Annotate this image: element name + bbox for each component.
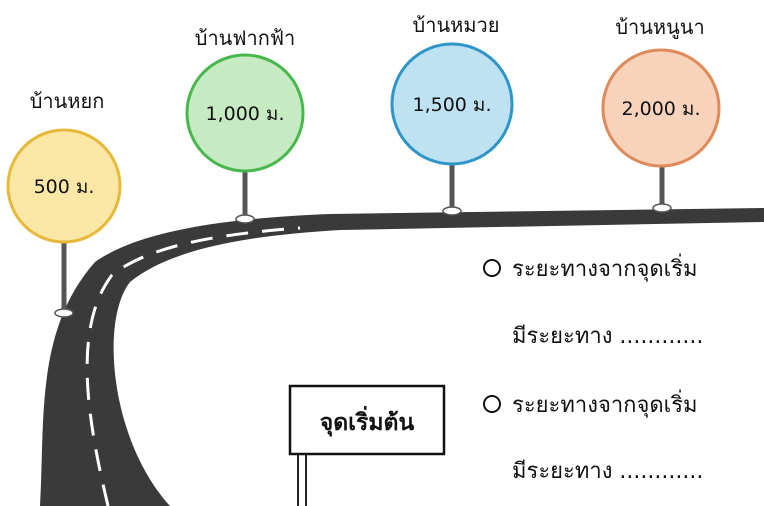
question-line1: ระยะทางจากจุดเริ่ม [512,389,698,418]
distance-label: 1,000 ม. [206,103,285,125]
sign-4: บ้านหนูนา 2,000 ม. [601,15,721,168]
village-label: บ้านหยก [30,89,105,113]
bullet-circle-icon [483,259,501,277]
question-2: ระยะทางจากจุดเริ่ม มีระยะทาง ...........… [483,389,703,484]
village-label: บ้านหมวย [413,13,500,37]
sign-circle [601,48,721,168]
start-sign: จุดเริ่มต้น [288,384,446,506]
bullet-circle-icon [483,395,501,413]
sign-circle [6,128,122,244]
road [40,208,764,506]
sign-circle [185,53,305,173]
question-line1: ระยะทางจากจุดเริ่ม [512,253,698,282]
sign-2: บ้านฟากฟ้า 1,000 ม. [185,26,305,173]
village-label: บ้านหนูนา [615,15,704,40]
sign-1: บ้านหยก 500 ม. [6,89,122,244]
distance-label: 1,500 ม. [413,94,492,116]
start-sign-label: จุดเริ่มต้น [320,405,415,437]
sign-circle [390,42,514,166]
distance-label: 500 ม. [34,176,95,198]
road-center-line [85,226,301,506]
sign-poles [54,164,672,318]
distance-label: 2,000 ม. [622,98,701,120]
village-label: บ้านฟากฟ้า [195,26,296,50]
question-line2: มีระยะทาง ............ [512,324,703,349]
start-sign-board [288,384,446,456]
question-1: ระยะทางจากจุดเริ่ม มีระยะทาง ...........… [483,253,703,349]
question-line2: มีระยะทาง ............ [512,459,703,484]
sign-3: บ้านหมวย 1,500 ม. [390,13,514,166]
